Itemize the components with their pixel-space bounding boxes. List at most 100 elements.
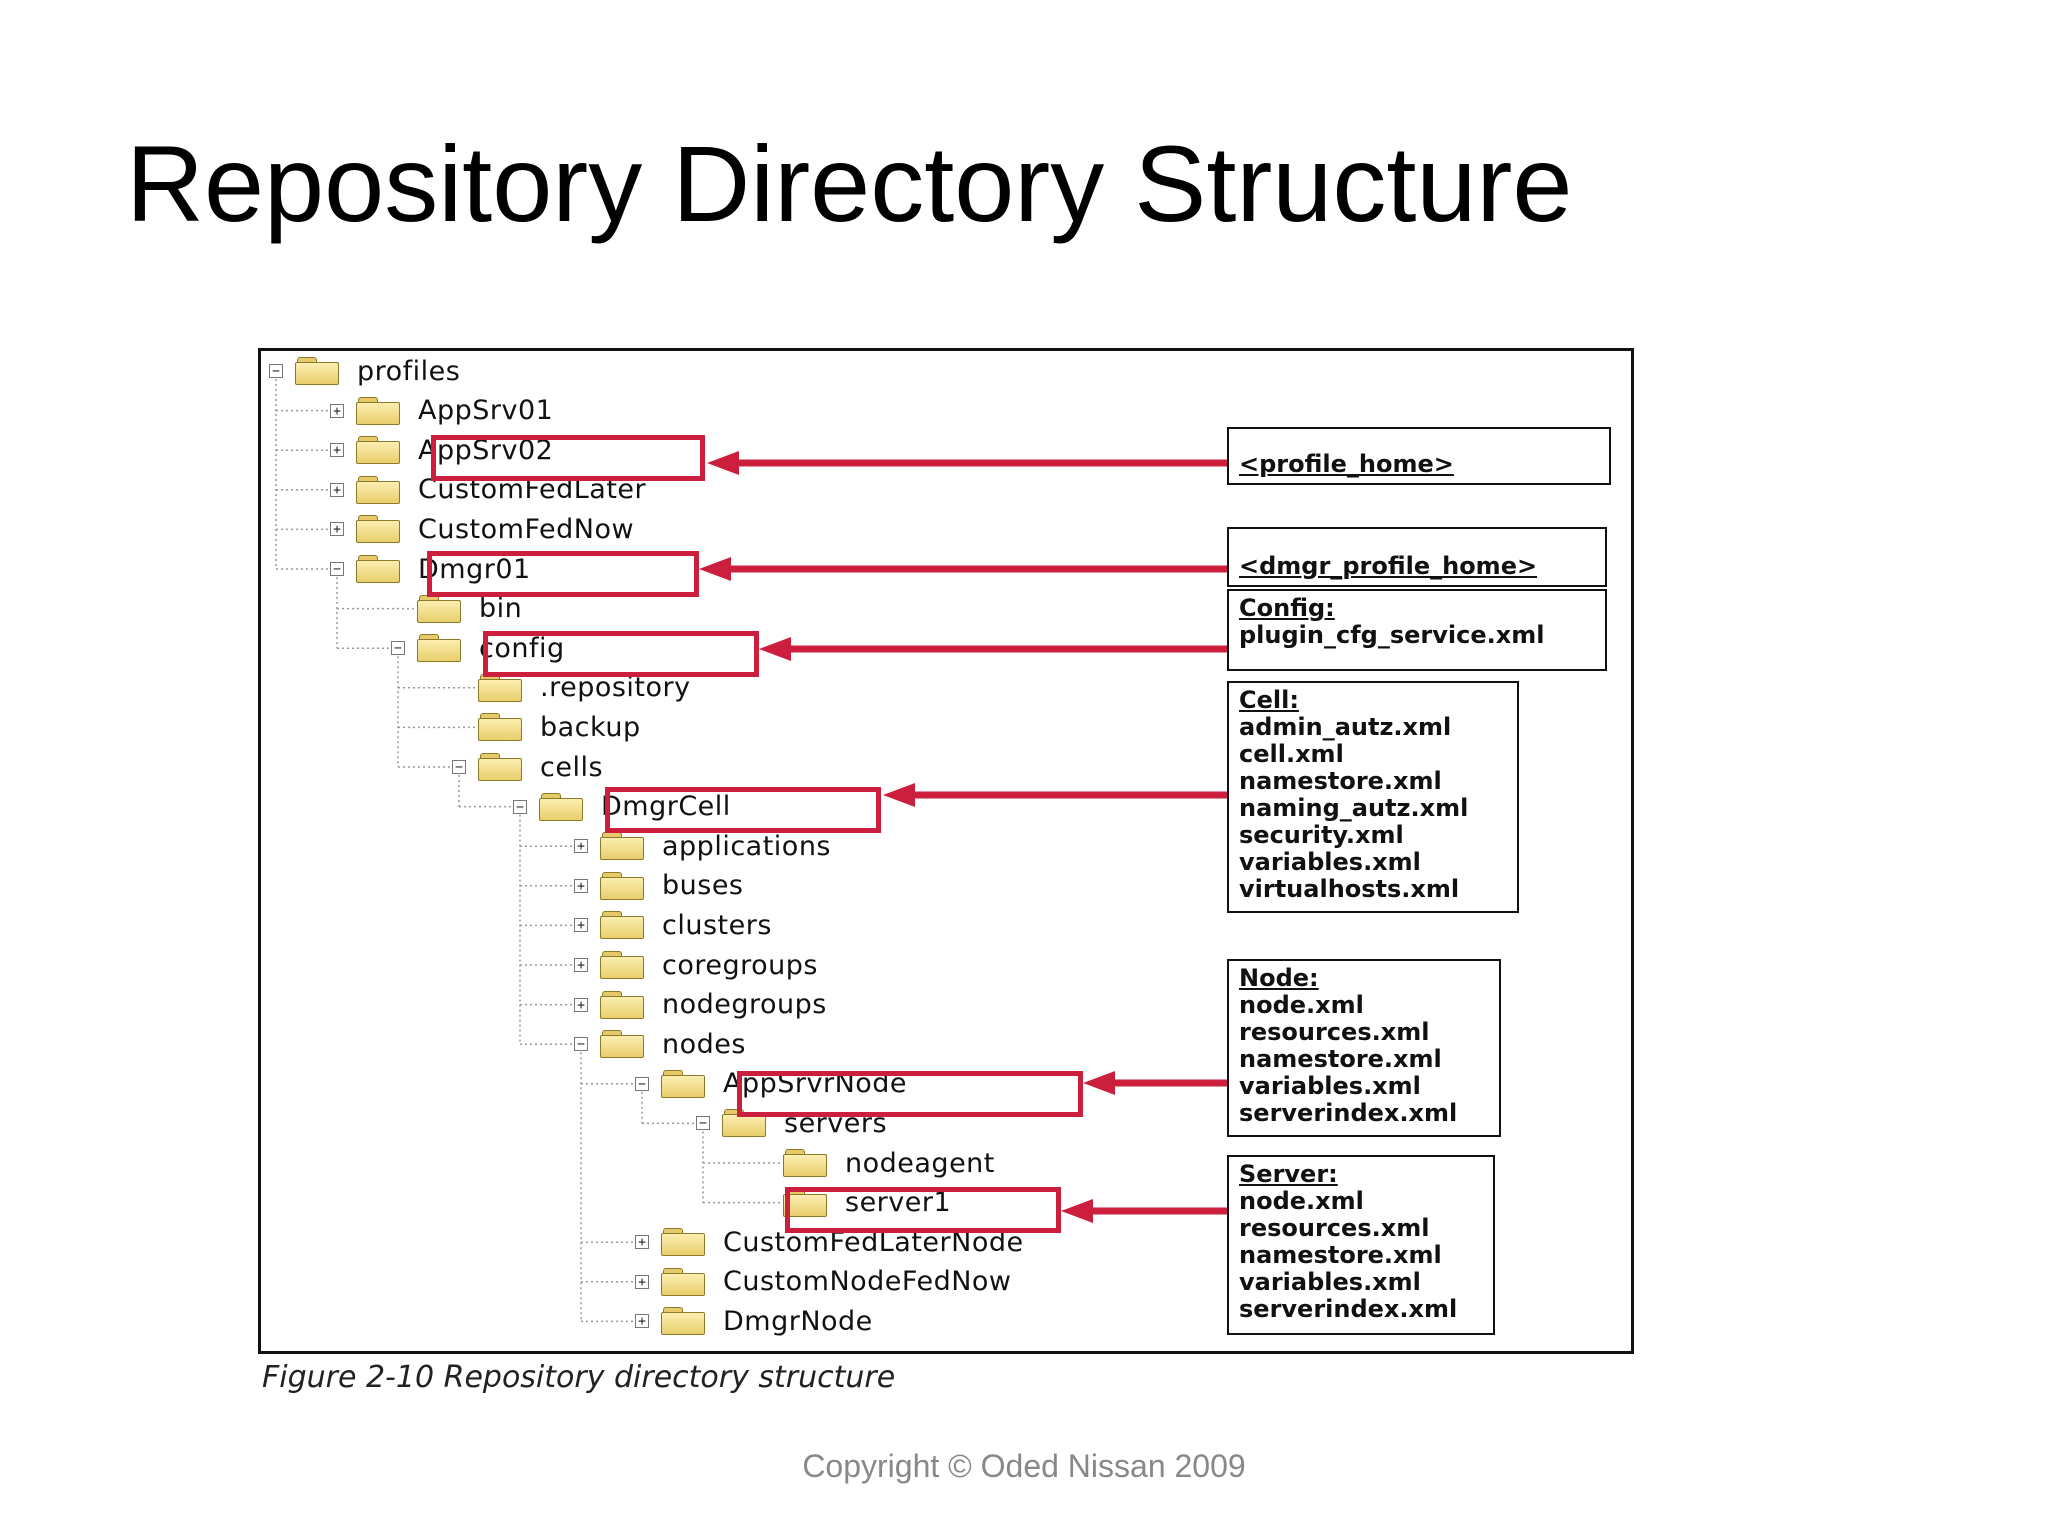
highlight-box-server1 (785, 1187, 1061, 1233)
folder-icon (478, 753, 522, 781)
folder-icon (295, 357, 339, 385)
tree-folder-applications[interactable]: +applications (574, 828, 831, 864)
folder-icon (661, 1307, 705, 1336)
tree-folder-nodes[interactable]: − nodes (574, 1026, 746, 1062)
figure-caption-text: Figure 2-10 Repository directory structu… (262, 1360, 896, 1395)
callout-server-file: variables.xml (1239, 1268, 1421, 1296)
expand-icon[interactable]: + (574, 878, 588, 893)
tree-folder-label: clusters (662, 909, 772, 941)
expand-icon[interactable]: + (635, 1235, 649, 1250)
folder-icon (356, 515, 400, 544)
callout-profile-home: <profile_home> (1227, 427, 1611, 485)
tree-folder-appsrv01[interactable]: + AppSrv01 (330, 393, 553, 429)
tree-folder-label: buses (662, 870, 744, 902)
folder-icon (417, 594, 461, 623)
tree-folder-label: AppSrv01 (418, 395, 554, 427)
callout-cell-file: namestore.xml (1239, 767, 1442, 795)
expand-icon[interactable]: + (574, 997, 588, 1012)
folder-icon (600, 832, 644, 861)
callout-cell-title: Cell: (1239, 686, 1299, 714)
callout-node-title: Node: (1239, 964, 1319, 992)
tree-folder-nodegroups[interactable]: + nodegroups (574, 987, 827, 1023)
collapse-icon[interactable]: − (635, 1076, 649, 1091)
highlight-box-dmgr01 (427, 551, 699, 597)
tree-folder-bin[interactable]: bin (391, 591, 522, 627)
tree-folder-label: server1 (845, 1187, 952, 1219)
tree-folder-dmgrnode[interactable]: + DmgrNode (635, 1303, 873, 1339)
callout-dmgr-profile-home-label: <dmgr_profile_home> (1239, 552, 1538, 580)
collapse-icon[interactable]: − (574, 1037, 588, 1052)
callout-cell-file: admin_autz.xml (1239, 713, 1452, 741)
expand-icon[interactable]: + (635, 1274, 649, 1289)
callout-server-file: serverindex.xml (1239, 1295, 1458, 1323)
callout-config-file: plugin_cfg_service.xml (1239, 621, 1545, 649)
callout-server-file: namestore.xml (1239, 1241, 1442, 1269)
callout-node-file: node.xml (1239, 991, 1364, 1019)
folder-icon (356, 475, 400, 504)
callout-node-file: namestore.xml (1239, 1045, 1442, 1073)
callout-config: Config: plugin_cfg_service.xml (1227, 589, 1607, 671)
tree-folder-customfednow[interactable]: +CustomFedNow (330, 511, 634, 547)
callout-profile-home-label: <profile_home> (1239, 450, 1454, 478)
tree-folder-label: nodegroups (662, 989, 827, 1021)
callout-node-file: variables.xml (1239, 1072, 1421, 1100)
tree-folder-label: DmgrNode (723, 1305, 873, 1337)
tree-folder-profiles[interactable]: − profiles (269, 353, 460, 389)
callout-cell-file: security.xml (1239, 821, 1404, 849)
collapse-icon[interactable]: − (391, 641, 405, 656)
tree-folder-cells[interactable]: − cells (452, 749, 603, 785)
highlight-box-appsrvrnode (737, 1071, 1083, 1117)
tree-folder-label: backup (540, 711, 641, 743)
tree-folder-label: Dmgr01 (418, 553, 531, 585)
callout-dmgr-profile-home: <dmgr_profile_home> (1227, 527, 1607, 587)
tree-folder-label: nodes (662, 1028, 746, 1060)
collapse-icon[interactable]: − (513, 799, 527, 814)
collapse-icon[interactable]: − (330, 562, 344, 576)
tree-folder-clusters[interactable]: + clusters (574, 907, 772, 943)
tree-folder-label: .repository (540, 672, 691, 704)
expand-icon[interactable]: + (574, 958, 588, 972)
tree-folder-dmgr01[interactable]: − Dmgr01 (330, 551, 531, 587)
collapse-icon[interactable]: − (696, 1116, 710, 1131)
tree-folder-label: coregroups (662, 949, 818, 981)
tree-folder-label: profiles (357, 355, 461, 387)
tree-folder-label: config (479, 632, 565, 664)
callout-server-file: node.xml (1239, 1187, 1364, 1215)
tree-folder-label: DmgrCell (601, 791, 731, 823)
callout-cell-file: variables.xml (1239, 848, 1421, 876)
folder-icon (600, 871, 644, 900)
tree-folder-dmgrcell[interactable]: − DmgrCell (513, 789, 731, 825)
expand-icon[interactable]: + (330, 522, 344, 537)
folder-icon (783, 1149, 827, 1177)
tree-folder-nodeagent[interactable]: nodeagent (757, 1145, 995, 1181)
tree-folder-label: CustomNodeFedNow (723, 1266, 1012, 1298)
tree-connector-lines (275, 379, 783, 1323)
folder-icon (661, 1267, 705, 1296)
callout-config-title: Config: (1239, 594, 1335, 622)
expand-icon[interactable]: + (330, 403, 344, 418)
tree-folder-backup[interactable]: backup (452, 709, 641, 745)
callout-server-title: Server: (1239, 1160, 1338, 1188)
slide-title: Repository Directory Structure (126, 123, 1573, 244)
callout-node-file: serverindex.xml (1239, 1099, 1458, 1127)
callout-node: Node: node.xml resources.xml namestore.x… (1227, 959, 1501, 1137)
tree-folder-buses[interactable]: + buses (574, 868, 744, 904)
folder-icon (600, 1030, 644, 1059)
tree-folder-customnodefednow[interactable]: + CustomNodeFedNow (635, 1264, 1012, 1300)
tree-folder-config[interactable]: − config (391, 630, 565, 666)
expand-icon[interactable]: + (574, 839, 588, 854)
tree-folder-server1[interactable]: server1 (757, 1185, 951, 1221)
tree-folder-label: cells (540, 751, 604, 783)
expand-icon[interactable]: + (330, 482, 344, 497)
callout-node-file: resources.xml (1239, 1018, 1430, 1046)
expand-icon[interactable]: + (635, 1314, 649, 1329)
callout-cell: Cell: admin_autz.xml cell.xml namestore.… (1227, 681, 1519, 913)
tree-folder-coregroups[interactable]: + coregroups (574, 947, 818, 983)
highlight-box-config (483, 631, 759, 677)
expand-icon[interactable]: + (330, 443, 344, 458)
collapse-icon[interactable]: − (452, 760, 466, 774)
collapse-icon[interactable]: − (269, 364, 283, 378)
expand-icon[interactable]: + (574, 918, 588, 933)
highlight-box-appsrv02 (431, 435, 705, 481)
copyright-notice: Copyright © Oded Nissan 2009 (802, 1448, 1246, 1484)
